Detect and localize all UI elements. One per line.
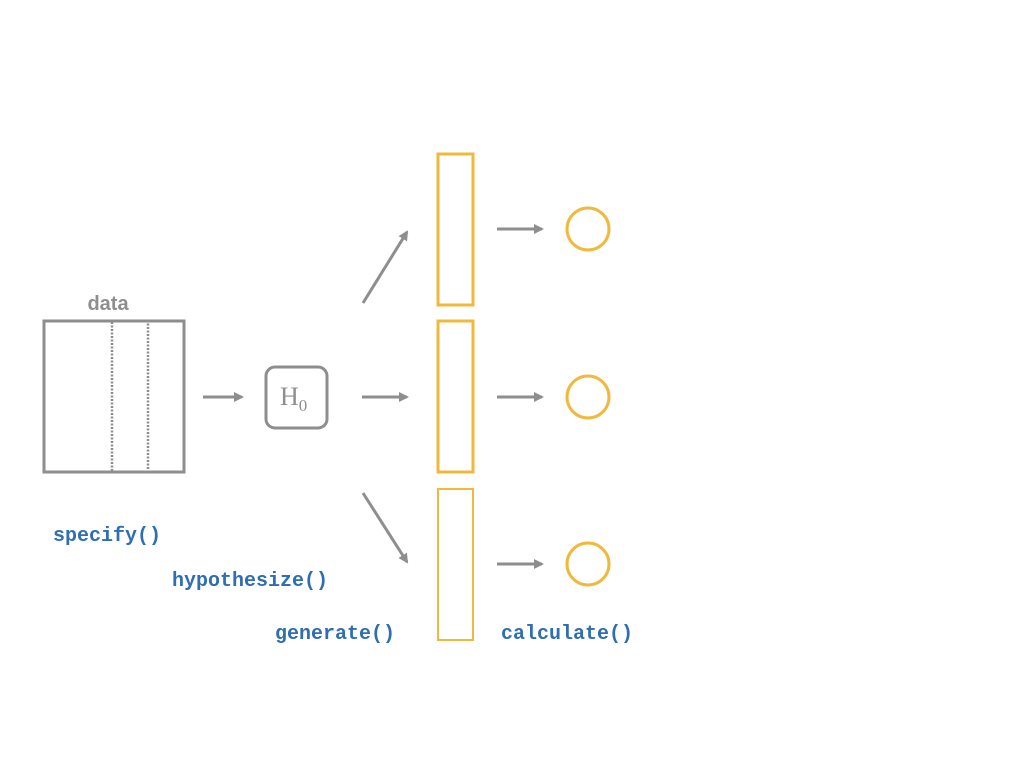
specify-label: specify() xyxy=(53,525,161,548)
circle-icon xyxy=(565,541,611,587)
hypothesis-label: H0 xyxy=(280,382,307,415)
hypothesis-box xyxy=(264,365,329,430)
generated-sample-1 xyxy=(436,152,475,307)
data-selected-column xyxy=(110,319,150,474)
calculate-label: calculate() xyxy=(501,623,633,646)
data-label: data xyxy=(87,293,129,315)
arrow-icon xyxy=(361,230,409,304)
hypothesize-label: hypothesize() xyxy=(172,570,328,593)
circle-icon xyxy=(565,206,611,252)
generated-sample-2 xyxy=(436,319,475,474)
generated-sample-3 xyxy=(437,488,474,641)
arrow-icon xyxy=(361,492,409,564)
data-table xyxy=(42,319,186,474)
generate-label: generate() xyxy=(275,623,395,646)
circle-icon xyxy=(565,374,611,420)
